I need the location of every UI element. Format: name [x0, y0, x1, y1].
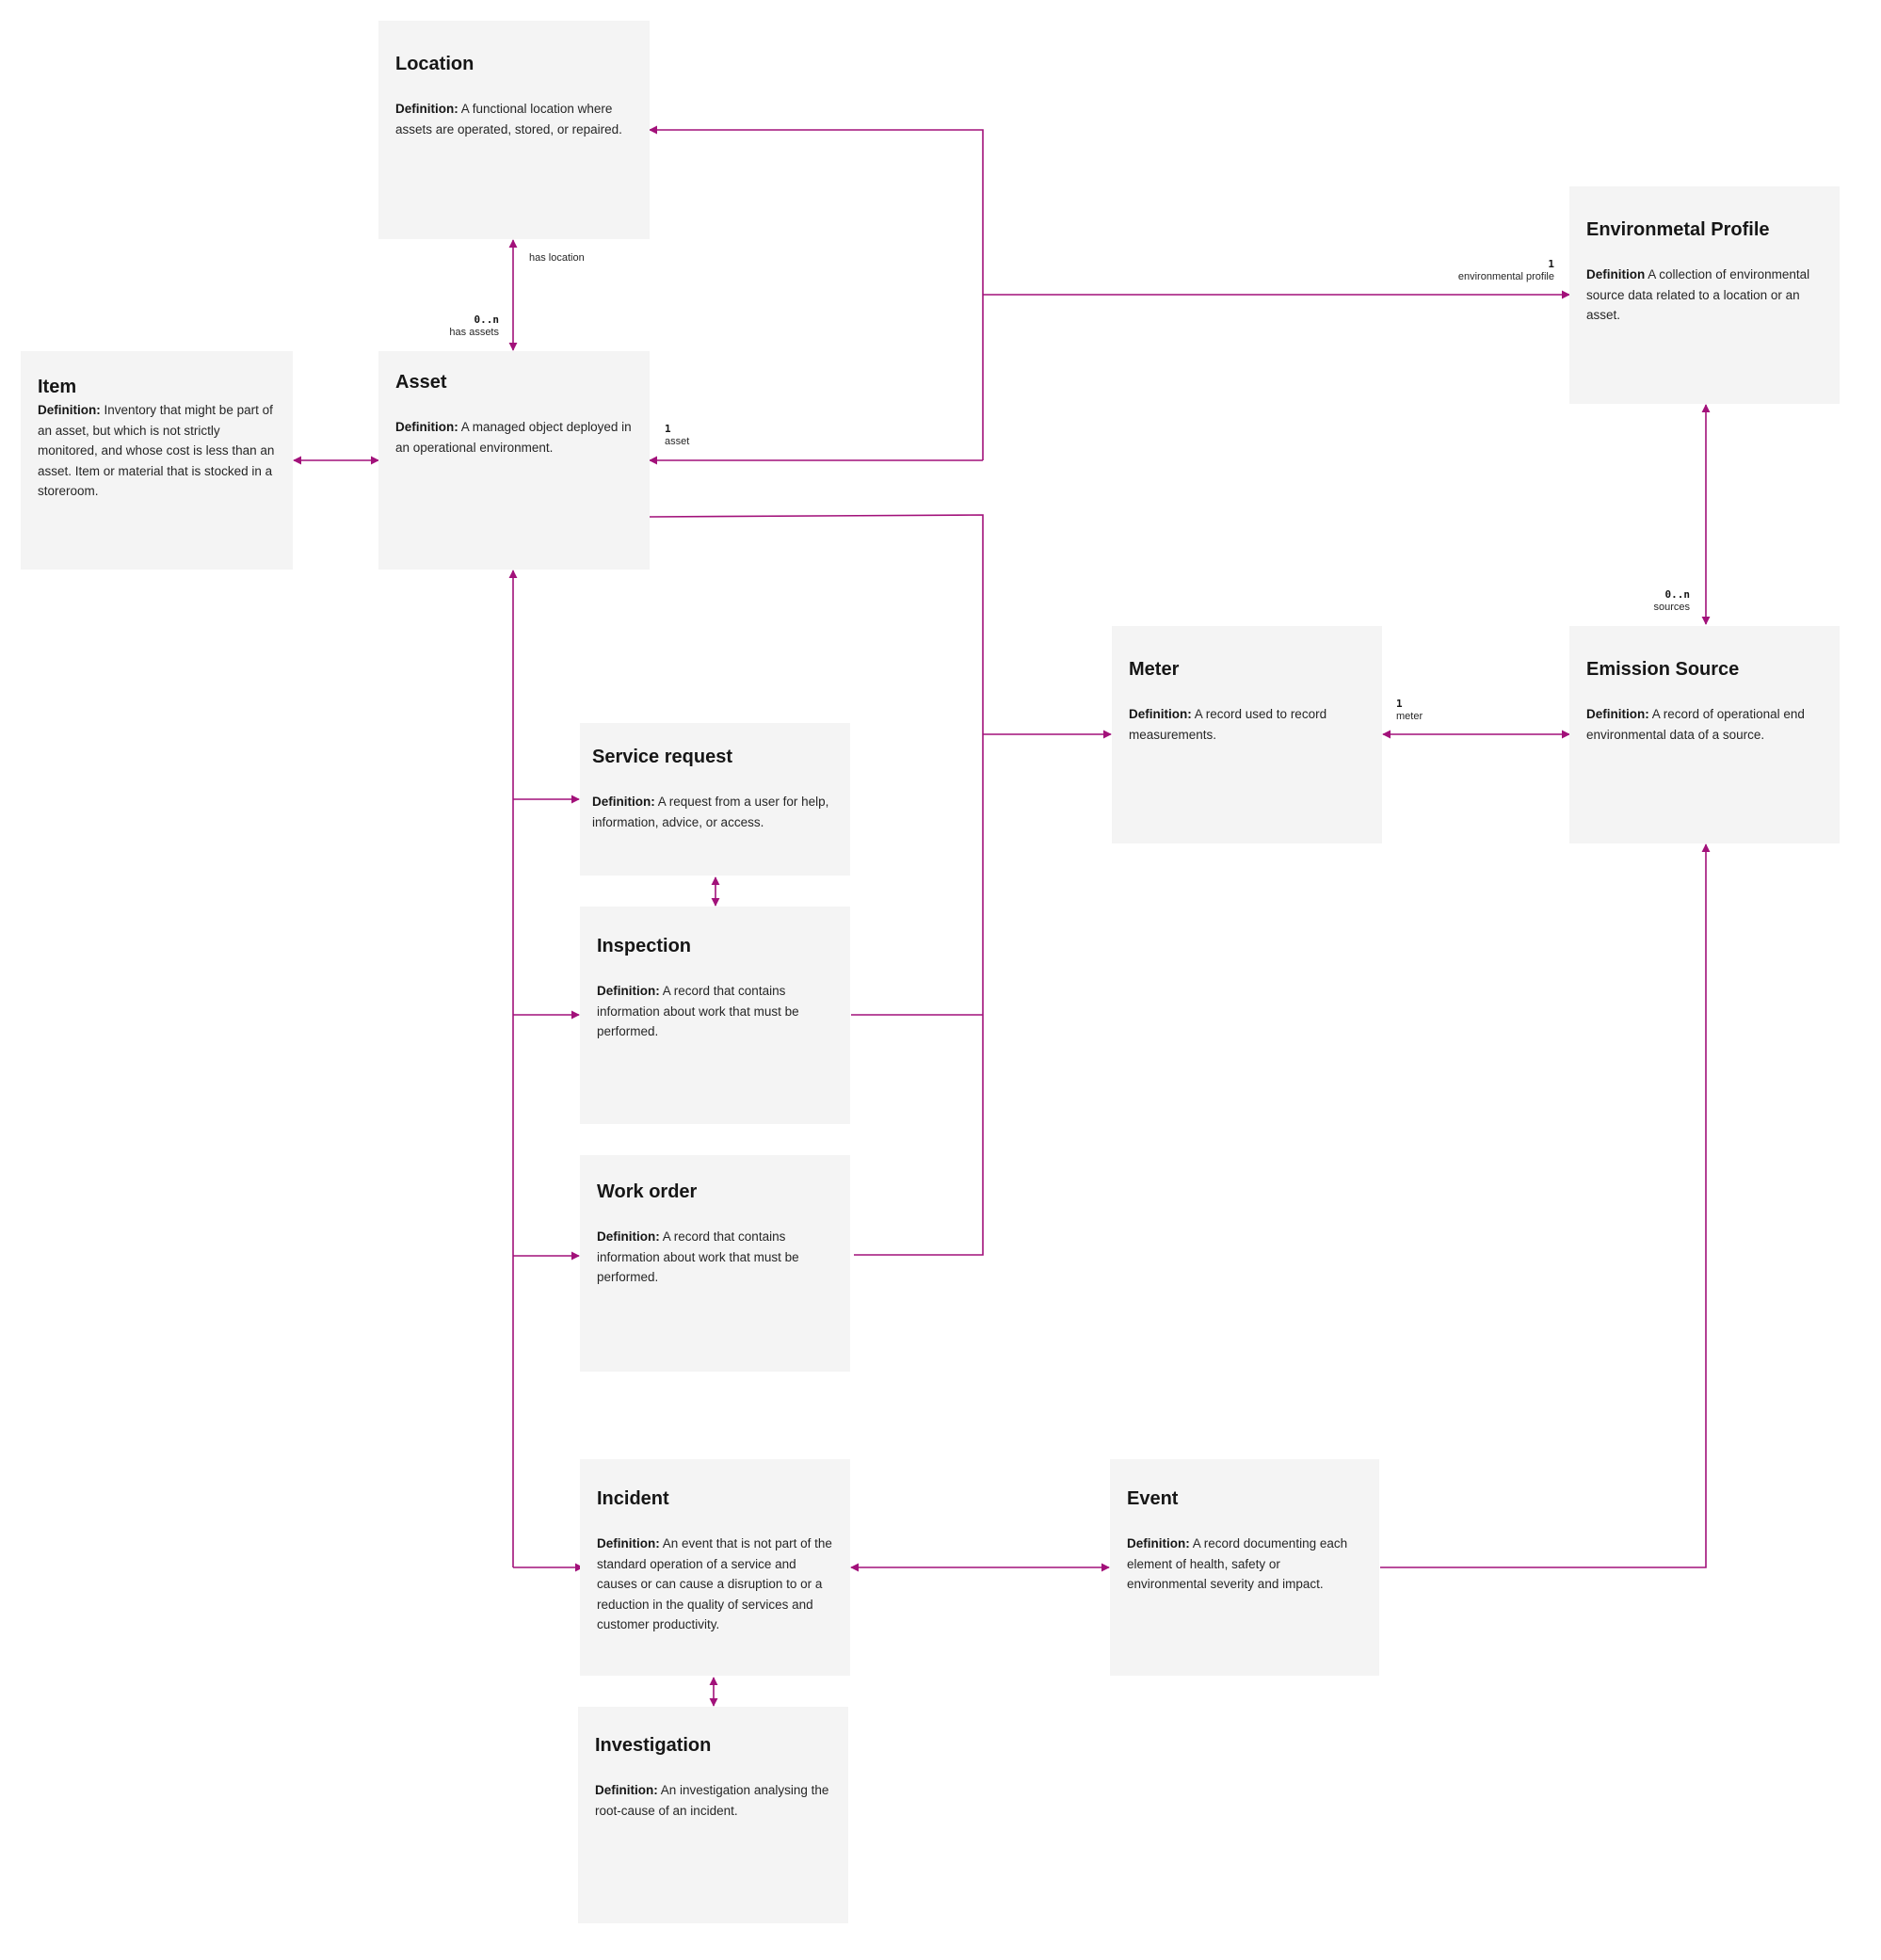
- definition-label: Definition:: [597, 1536, 660, 1550]
- entity-service-request: Service request Definition: A request fr…: [580, 723, 850, 876]
- label-environmental-profile: 1 environmental profile: [1412, 258, 1554, 284]
- entity-definition: Definition: A record that contains infor…: [597, 981, 833, 1042]
- entity-definition: Definition: A request from a user for he…: [592, 792, 833, 832]
- entity-title: Emission Source: [1586, 659, 1740, 680]
- entity-incident: Incident Definition: An event that is no…: [580, 1459, 850, 1676]
- definition-text: A functional location where assets are o…: [395, 102, 622, 137]
- entity-definition: Definition: Inventory that might be part…: [38, 400, 276, 502]
- entity-definition: Definition: A record of operational end …: [1586, 704, 1823, 745]
- definition-label: Definition:: [597, 1229, 660, 1244]
- entity-work-order: Work order Definition: A record that con…: [580, 1155, 850, 1372]
- entity-environmental-profile: Environmetal Profile Definition A collec…: [1569, 186, 1840, 404]
- definition-label: Definition:: [597, 984, 660, 998]
- label-meter: 1 meter: [1396, 698, 1423, 724]
- definition-label: Definition:: [595, 1783, 658, 1797]
- cardinality: 1: [1548, 258, 1554, 270]
- connector-trunk-to-location: [649, 125, 984, 460]
- definition-text: An event that is not part of the standar…: [597, 1536, 832, 1631]
- cardinality: 0..n: [474, 313, 500, 326]
- cardinality: 1: [1396, 698, 1403, 710]
- definition-text: A record documenting each element of hea…: [1127, 1536, 1348, 1591]
- entity-definition: Definition: A functional location where …: [395, 99, 633, 139]
- entity-title: Investigation: [595, 1735, 712, 1756]
- definition-label: Definition:: [395, 102, 458, 116]
- entity-title: Event: [1127, 1488, 1179, 1509]
- connector-asset-meter: [649, 514, 984, 1256]
- entity-title: Item: [38, 377, 77, 397]
- definition-label: Definition:: [592, 795, 655, 809]
- entity-definition: Definition: A record that contains infor…: [597, 1227, 833, 1288]
- cardinality: 1: [665, 423, 671, 435]
- definition-text: A managed object deployed in an operatio…: [395, 420, 632, 455]
- definition-label: Definition:: [1586, 707, 1649, 721]
- definition-text: A collection of environmental source dat…: [1586, 267, 1810, 322]
- definition-label: Definition:: [1127, 1536, 1190, 1550]
- entity-title: Inspection: [597, 936, 692, 956]
- entity-title: Environmetal Profile: [1586, 219, 1770, 240]
- entity-location: Location Definition: A functional locati…: [378, 21, 650, 239]
- entity-definition: Definition: A record used to record meas…: [1129, 704, 1365, 745]
- relation-text: asset: [665, 435, 690, 447]
- entity-definition: Definition: A managed object deployed in…: [395, 417, 633, 458]
- cardinality: 0..n: [1664, 588, 1691, 601]
- entity-definition: Definition: An investigation analysing t…: [595, 1780, 831, 1821]
- definition-label: Definition:: [1129, 707, 1192, 721]
- relation-text: environmental profile: [1457, 270, 1554, 282]
- definition-text: A request from a user for help, informat…: [592, 795, 829, 829]
- label-has-assets: 0..n has assets: [414, 313, 499, 340]
- label-asset: 1 asset: [665, 423, 689, 449]
- relation-text: has location: [529, 252, 585, 264]
- definition-label: Definition:: [395, 420, 458, 434]
- definition-text: An investigation analysing the root-caus…: [595, 1783, 829, 1818]
- entity-asset: Asset Definition: A managed object deplo…: [378, 351, 650, 570]
- entity-title: Incident: [597, 1488, 669, 1509]
- entity-investigation: Investigation Definition: An investigati…: [578, 1707, 848, 1923]
- entity-title: Location: [395, 54, 474, 74]
- entity-title: Asset: [395, 372, 447, 393]
- entity-definition: Definition A collection of environmental…: [1586, 265, 1823, 326]
- label-sources: 0..n sources: [1600, 588, 1690, 615]
- definition-label: Definition: [1586, 267, 1646, 281]
- entity-definition: Definition: An event that is not part of…: [597, 1534, 833, 1635]
- relation-text: meter: [1396, 710, 1423, 722]
- connector-event-emission-source: [1380, 843, 1711, 1568]
- entity-title: Work order: [597, 1181, 698, 1202]
- relation-text: has assets: [449, 326, 499, 338]
- entity-inspection: Inspection Definition: A record that con…: [580, 907, 850, 1124]
- definition-text: A record that contains information about…: [597, 1229, 799, 1284]
- entity-definition: Definition: A record documenting each el…: [1127, 1534, 1362, 1595]
- definition-text: A record of operational end environmenta…: [1586, 707, 1805, 742]
- entity-meter: Meter Definition: A record used to recor…: [1112, 626, 1382, 843]
- entity-item: Item Definition: Inventory that might be…: [21, 351, 293, 570]
- entity-title: Service request: [592, 747, 732, 767]
- definition-text: A record that contains information about…: [597, 984, 799, 1038]
- entity-emission-source: Emission Source Definition: A record of …: [1569, 626, 1840, 843]
- label-has-location: has location: [529, 252, 585, 265]
- definition-label: Definition:: [38, 403, 101, 417]
- entity-title: Meter: [1129, 659, 1180, 680]
- relation-text: sources: [1653, 601, 1690, 613]
- definition-text: A record used to record measurements.: [1129, 707, 1327, 742]
- definition-text: Inventory that might be part of an asset…: [38, 403, 275, 498]
- entity-event: Event Definition: A record documenting e…: [1110, 1459, 1379, 1676]
